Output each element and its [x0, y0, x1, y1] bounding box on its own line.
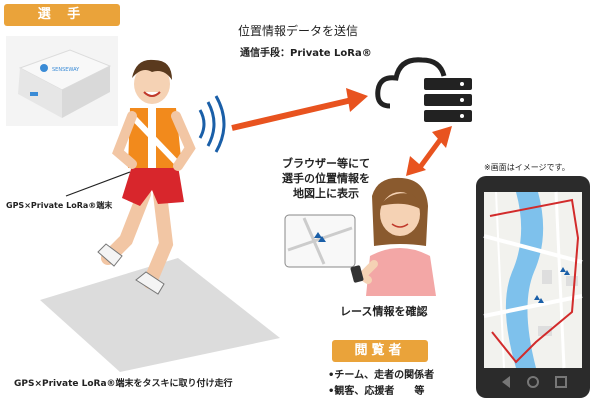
- runner-caption: GPS×Private LoRa®端末をタスキに取り付け走行: [14, 379, 233, 389]
- gps-device-image: SENSEWAY: [6, 36, 118, 126]
- viewer-item-2: •観客、応援者 等: [328, 386, 425, 397]
- runner-illustration: [97, 59, 196, 295]
- svg-text:SENSEWAY: SENSEWAY: [52, 67, 80, 73]
- transmission-title: 位置情報データを送信: [238, 24, 359, 38]
- cloud-server-icon: [375, 57, 472, 122]
- transmission-method: 通信手段：Private LoRa®: [240, 48, 372, 59]
- device-label: GPS×Private LoRa®端末: [6, 201, 113, 210]
- viewer-item-1: •チーム、走者の関係者: [328, 370, 435, 381]
- smartphone-map: [476, 176, 590, 398]
- viewer-action-line1: ブラウザー等にて: [282, 157, 370, 170]
- signal-waves-icon: [198, 95, 226, 153]
- viewer-illustration: [350, 177, 436, 296]
- viewer-action-line3: 地図上に表示: [293, 187, 359, 200]
- runner-section-tag: 選 手: [4, 4, 120, 26]
- map-thumbnail: [284, 214, 356, 268]
- viewer-section-tag: 閲覧者: [332, 340, 428, 362]
- viewer-action-text: ブラウザー等にて 選手の位置情報を 地図上に表示: [266, 156, 386, 201]
- screen-image-note: ※画面はイメージです。: [484, 163, 570, 172]
- viewer-action-line2: 選手の位置情報を: [282, 172, 370, 185]
- confirm-race-info: レース情報を確認: [340, 305, 428, 318]
